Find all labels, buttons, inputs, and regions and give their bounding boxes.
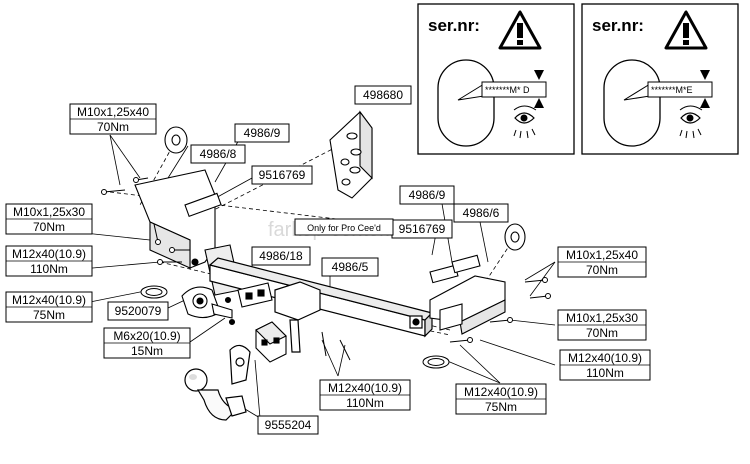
mounting-kit-sticker [329, 110, 373, 199]
label-plate-outline [437, 59, 495, 147]
serial-number-box [647, 81, 713, 98]
svg-text:M12x40(10.9): M12x40(10.9) [568, 351, 642, 365]
label-plate-outline [603, 59, 661, 147]
svg-text:M10x1,25x40: M10x1,25x40 [566, 248, 638, 262]
svg-text:75Nm: 75Nm [33, 308, 65, 322]
right-bolts [321, 277, 551, 369]
left-bolts [101, 177, 190, 299]
svg-text:M10x1,25x30: M10x1,25x30 [13, 205, 85, 219]
part-label-498680: 498680 [354, 85, 412, 105]
bolt-spec-m12-75-left: M12x40(10.9) 75Nm [5, 291, 93, 323]
svg-text:M10x1,25x30: M10x1,25x30 [566, 311, 638, 325]
svg-text:70Nm: 70Nm [586, 263, 618, 277]
svg-text:4986/6: 4986/6 [463, 206, 500, 220]
bolt-spec-m10x40-left: M10x1,25x40 70Nm [69, 103, 157, 135]
warning-triangle-icon [498, 10, 542, 50]
svg-text:Only for Pro Cee'd: Only for Pro Cee'd [307, 223, 381, 233]
svg-text:70Nm: 70Nm [33, 220, 65, 234]
svg-text:M12x40(10.9): M12x40(10.9) [12, 247, 86, 261]
bolt-spec-m12-110-left: M12x40(10.9) 110Nm [5, 245, 93, 277]
arrow-marker-icon [700, 70, 710, 108]
main-cross-beam [208, 257, 434, 353]
svg-text:9516769: 9516769 [399, 222, 446, 236]
svg-text:498680: 498680 [363, 88, 403, 102]
part-label-9520079: 9520079 [107, 301, 169, 321]
warning-panel-left: ser.nr: *******M* D [417, 3, 575, 155]
serial-number-box [481, 81, 547, 98]
svg-text:9520079: 9520079 [115, 304, 162, 318]
eye-icon [679, 105, 703, 139]
svg-text:9555204: 9555204 [265, 418, 312, 432]
bolt-spec-m10x30-left: M10x1,25x30 70Nm [5, 203, 93, 235]
part-label-9555204: 9555204 [257, 415, 319, 435]
svg-text:70Nm: 70Nm [97, 120, 129, 134]
bolt-spec-m12-75-right: M12x40(10.9) 75Nm [455, 383, 547, 415]
svg-text:9516769: 9516769 [259, 168, 306, 182]
bolt-spec-m10x30-right: M10x1,25x30 70Nm [557, 309, 647, 341]
svg-text:110Nm: 110Nm [30, 262, 68, 276]
svg-text:M12x40(10.9): M12x40(10.9) [12, 293, 86, 307]
part-label-4986-18: 4986/18 [251, 246, 311, 266]
right-side-bracket [429, 223, 526, 335]
svg-text:M12x40(10.9): M12x40(10.9) [464, 385, 538, 399]
svg-text:4986/5: 4986/5 [332, 260, 369, 274]
part-label-9516769-right: 9516769 [391, 219, 453, 239]
warning-panel-right: ser.nr: *******M*E [581, 3, 739, 155]
svg-text:M12x40(10.9): M12x40(10.9) [328, 381, 402, 395]
part-label-4986-5: 4986/5 [321, 257, 379, 277]
socket-bracket [237, 282, 273, 308]
svg-text:70Nm: 70Nm [586, 326, 618, 340]
svg-text:110Nm: 110Nm [346, 396, 384, 410]
bolt-spec-labels: M10x1,25x40 70Nm M10x1,25x30 70Nm M12x40… [5, 103, 651, 415]
warning-triangle-icon [664, 10, 708, 50]
part-label-4986-9-right: 4986/9 [399, 185, 455, 205]
svg-text:15Nm: 15Nm [131, 344, 163, 358]
svg-text:110Nm: 110Nm [586, 366, 624, 380]
warning-panel-right-title: ser.nr: [592, 16, 644, 35]
tow-ball [184, 344, 251, 421]
bolt-spec-m10x40-right: M10x1,25x40 70Nm [557, 246, 647, 278]
eye-icon [513, 105, 537, 139]
part-label-4986-9-left: 4986/9 [234, 123, 290, 143]
bolt-spec-m6x20: M6x20(10.9) 15Nm [103, 327, 191, 359]
part-label-9516769-left: 9516769 [251, 165, 313, 185]
arrow-marker-icon [534, 70, 544, 108]
serial-number-text: *******M*E [651, 85, 693, 95]
note-label-pro-ceed: Only for Pro Cee'd [294, 218, 394, 236]
part-number-labels: 498680 4986/8 4986/9 9516769 4986/18 498… [107, 85, 509, 435]
part-label-4986-8: 4986/8 [190, 144, 246, 164]
svg-text:4986/8: 4986/8 [200, 147, 237, 161]
svg-text:M6x20(10.9): M6x20(10.9) [113, 329, 180, 343]
warning-panel-left-title: ser.nr: [428, 16, 480, 35]
bolt-spec-m12-110-center: M12x40(10.9) 110Nm [319, 379, 411, 411]
svg-text:M10x1,25x40: M10x1,25x40 [77, 105, 149, 119]
detachable-ball-mount [181, 286, 236, 326]
svg-text:4986/18: 4986/18 [259, 249, 303, 263]
part-label-4986-6: 4986/6 [453, 203, 509, 223]
bolt-spec-m12-110-right: M12x40(10.9) 110Nm [559, 349, 651, 381]
serial-number-text: *******M* D [485, 85, 530, 95]
svg-text:4986/9: 4986/9 [244, 126, 281, 140]
electrical-socket [255, 321, 287, 363]
svg-text:4986/9: 4986/9 [409, 188, 446, 202]
svg-text:75Nm: 75Nm [485, 400, 517, 414]
